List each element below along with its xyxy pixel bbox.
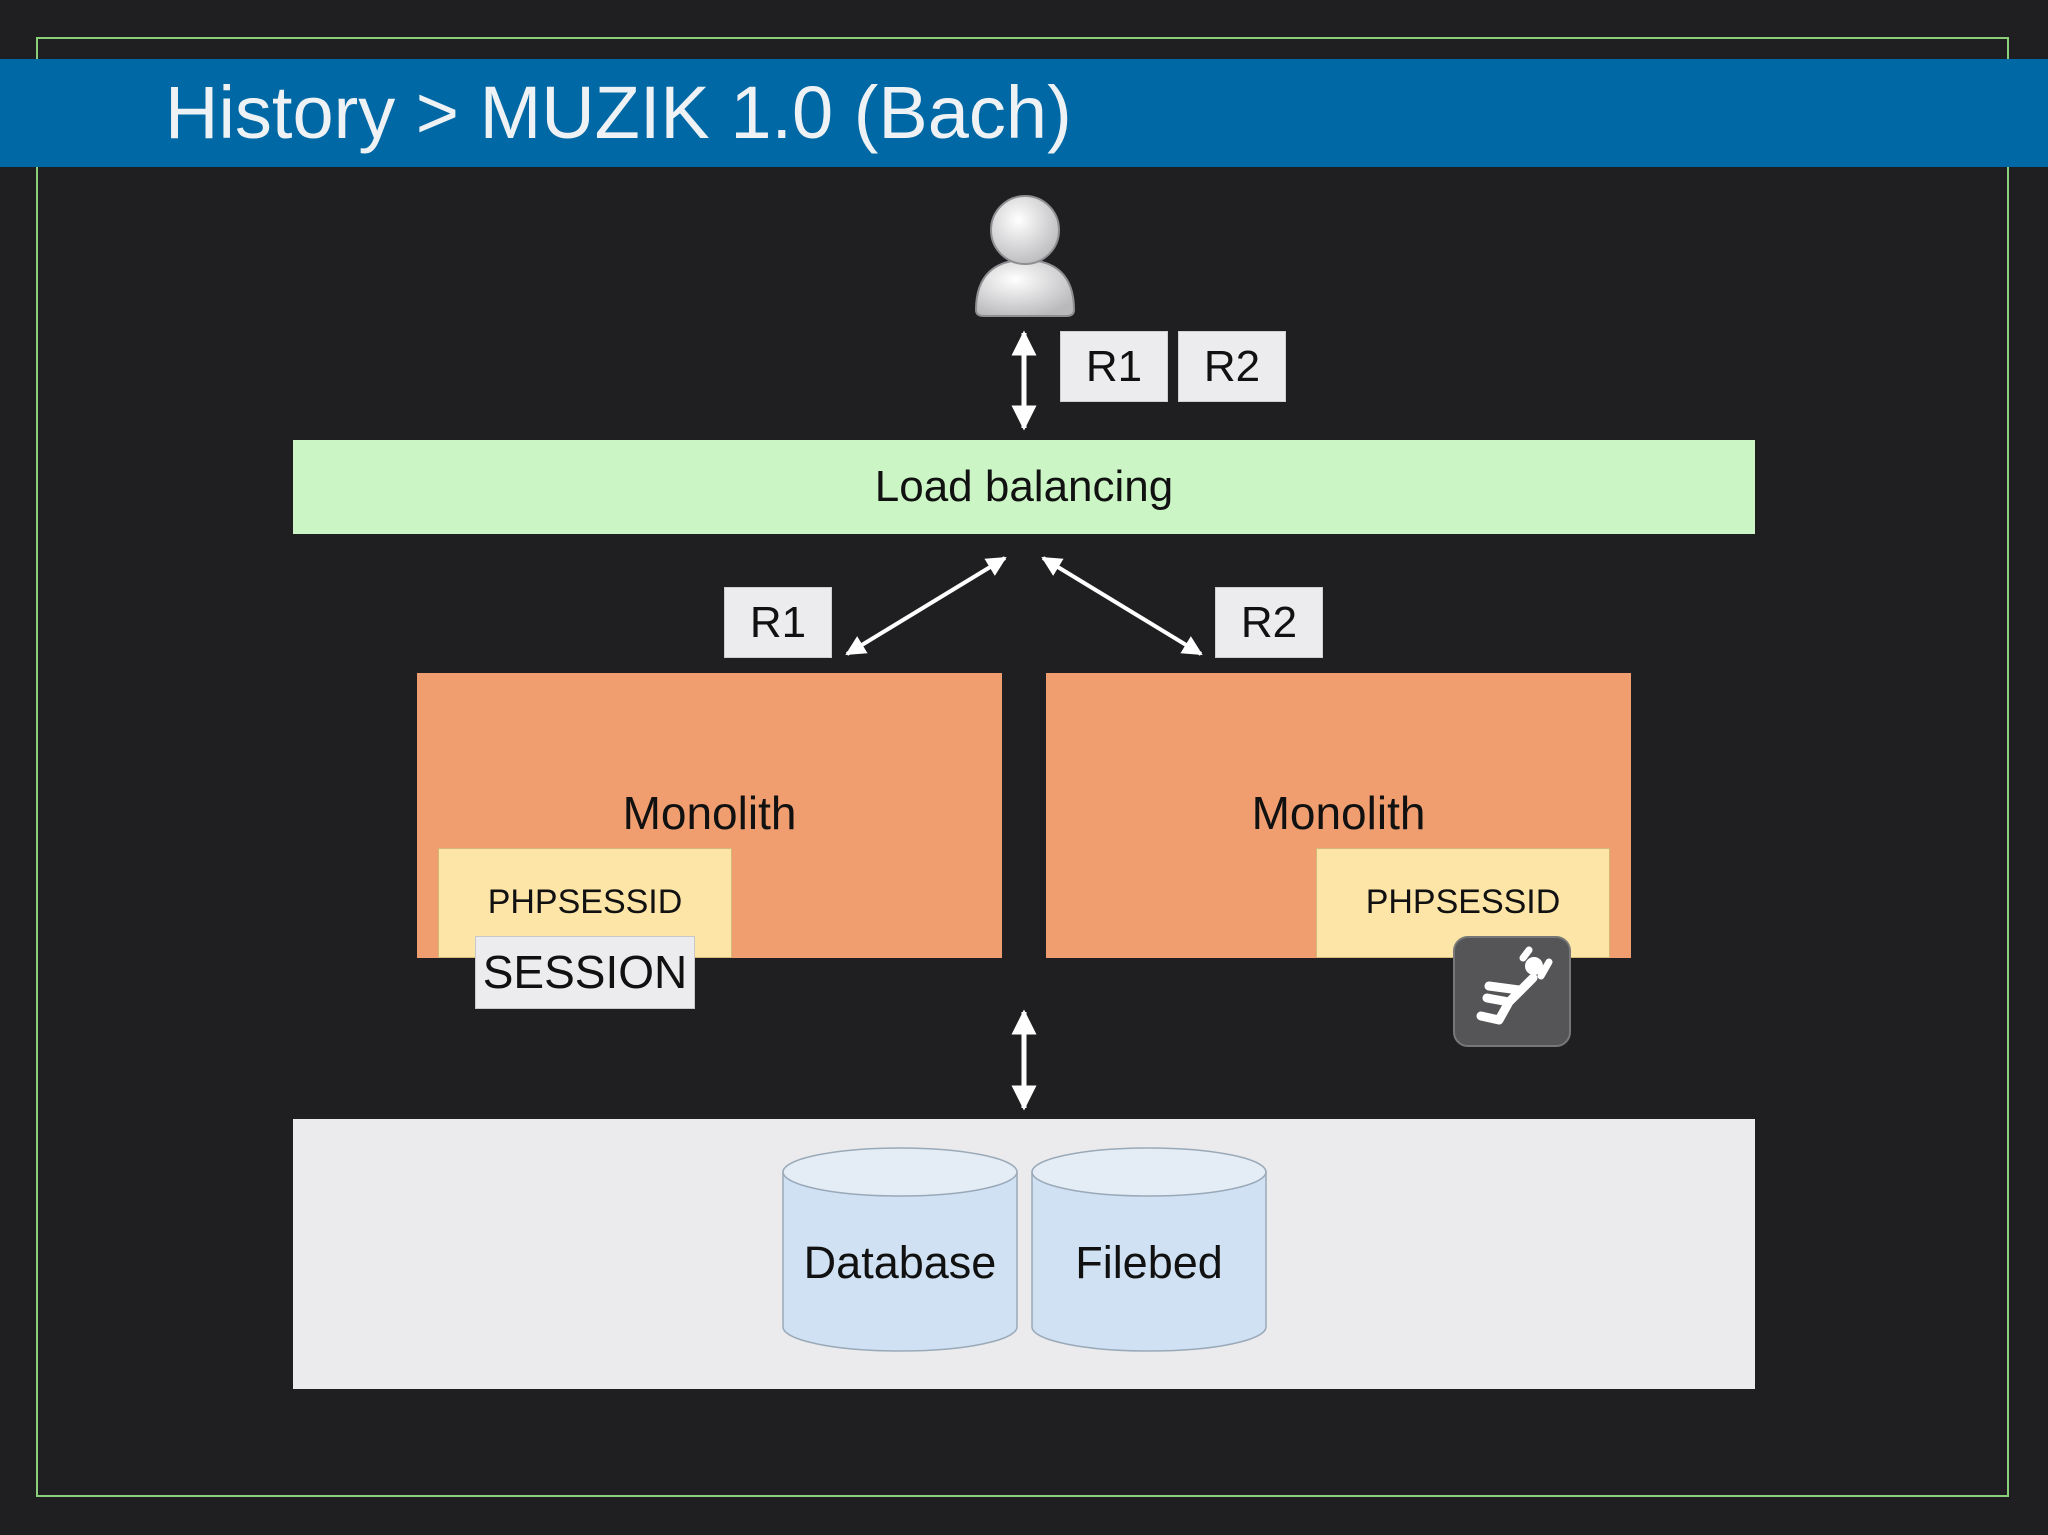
load-balancer: Load balancing (293, 440, 1755, 534)
monolith-label: Monolith (1251, 787, 1426, 839)
filebed-label: Filebed (1075, 1237, 1223, 1288)
route-tag-r1: R1 (724, 587, 832, 658)
request-tag-r2-top: R2 (1178, 331, 1286, 402)
route-tag-r2: R2 (1215, 587, 1323, 658)
database-label: Database (803, 1237, 997, 1288)
falling-person-icon (1453, 936, 1571, 1047)
database-cylinder (782, 1147, 1018, 1352)
monolith-label: Monolith (622, 787, 797, 839)
page-title: History > MUZIK 1.0 (Bach) (165, 71, 1072, 154)
database-label-wrap: Database (782, 1147, 1018, 1353)
session-store: SESSION (475, 936, 695, 1009)
filebed-label-wrap: Filebed (1031, 1147, 1267, 1353)
filebed-cylinder (1031, 1147, 1267, 1352)
storage-area (293, 1119, 1755, 1389)
request-tag-r1-top: R1 (1060, 331, 1168, 402)
title-bar: History > MUZIK 1.0 (Bach) (0, 59, 2048, 167)
slide-frame (36, 37, 2009, 1497)
user-icon (974, 195, 1076, 317)
